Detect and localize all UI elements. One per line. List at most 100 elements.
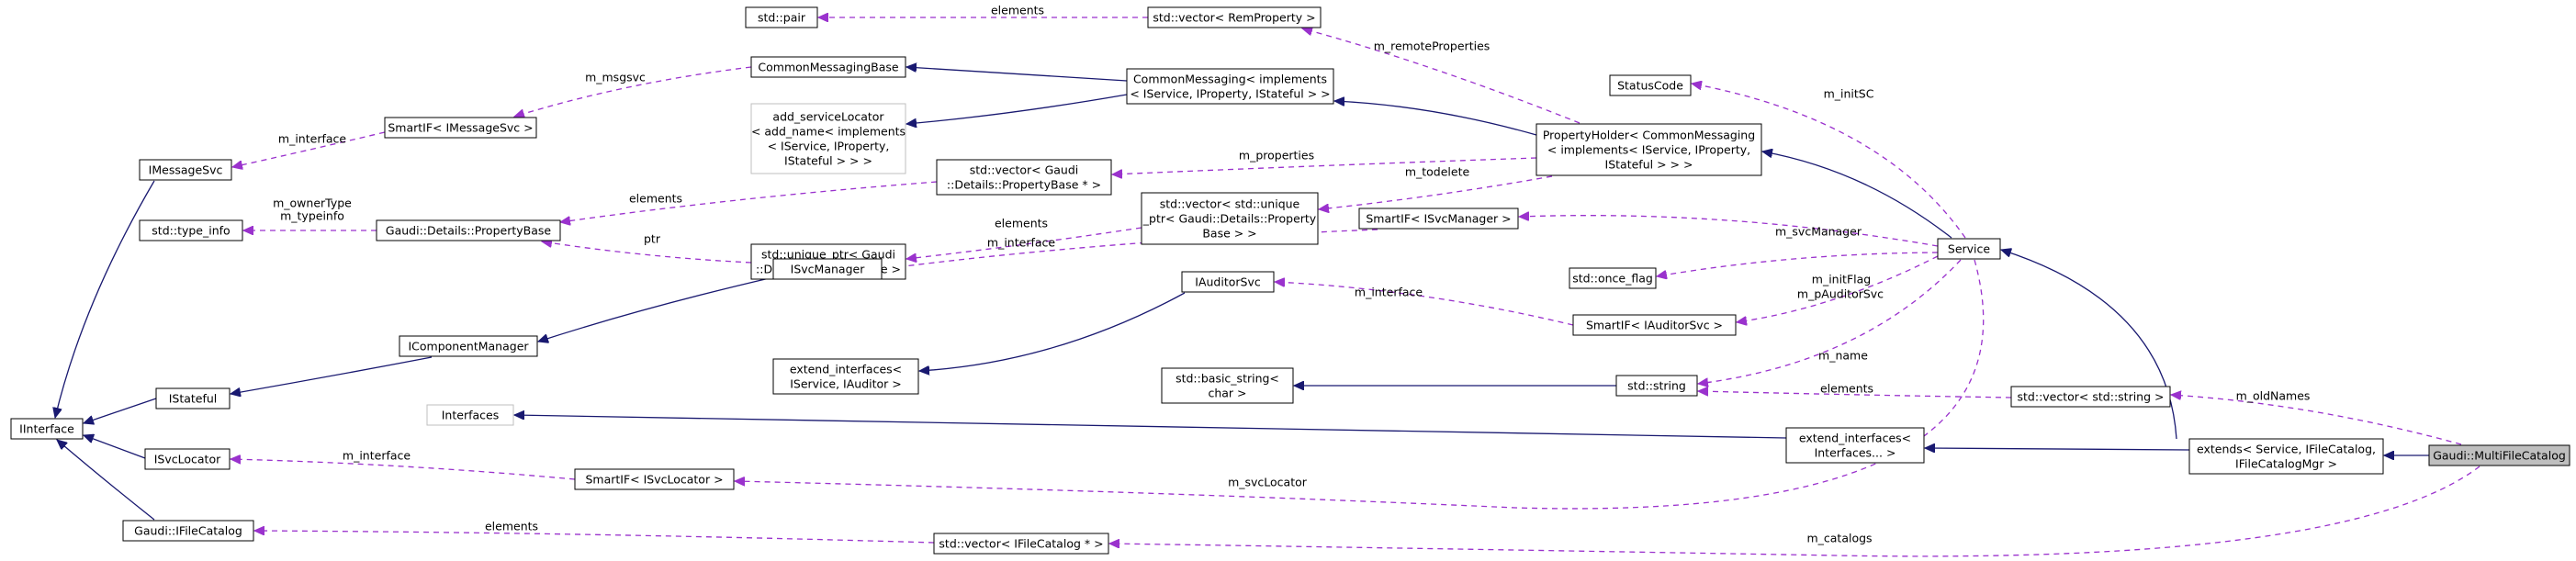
class-name-line: SmartIF< ISvcManager > (1366, 212, 1511, 226)
class-node-svc-locator[interactable]: ISvcLocator (144, 448, 231, 470)
class-name-line: CommonMessaging< implements (1133, 73, 1327, 86)
edge-extend-variadic-to-interfaces (514, 415, 1787, 439)
class-node-interfaces[interactable]: Interfaces (426, 404, 514, 426)
class-node-vector-remote-property[interactable]: std::vector< RemProperty > (1147, 6, 1322, 28)
edge-label-vector-catalog-to-ifile-catalog: elements (485, 520, 538, 533)
class-node-extends-service[interactable]: extends< Service, IFileCatalog,IFileCata… (2188, 438, 2384, 475)
class-box (155, 387, 231, 410)
class-name-line: std::once_flag (1572, 272, 1653, 286)
class-name-line: extends< Service, IFileCatalog, (2197, 443, 2376, 456)
class-node-smartif-svc-manager[interactable]: SmartIF< ISvcManager > (1358, 208, 1519, 230)
class-node-multi-file-catalog[interactable]: Gaudi::MultiFileCatalog (2428, 444, 2570, 466)
edge-ifile-catalog-to-interface (57, 440, 155, 521)
class-node-vector-ifile-catalog[interactable]: std::vector< IFileCatalog * > (933, 533, 1109, 555)
class-node-smartif-svc-locator[interactable]: SmartIF< ISvcLocator > (574, 468, 735, 490)
class-box (376, 219, 561, 241)
edge-label-common-base-to-smartif-msg: m_msgsvc (585, 71, 646, 84)
edge-label-service-to-string: m_name (1818, 349, 1868, 363)
class-node-std-pair[interactable]: std::pair (745, 6, 818, 28)
class-node-std-string[interactable]: std::string (1615, 375, 1698, 397)
class-name-line: char > (1208, 387, 1246, 400)
class-box (750, 56, 906, 78)
class-name-line: PropertyHolder< CommonMessaging (1543, 129, 1755, 142)
edge-label-property-holder-to-vector-pb: m_properties (1239, 149, 1314, 163)
class-node-common-messaging[interactable]: CommonMessaging< implements< IService, I… (1126, 68, 1334, 105)
class-node-stateful[interactable]: IStateful (155, 387, 231, 410)
class-name-line: std::pair (758, 11, 806, 25)
class-node-message-svc[interactable]: IMessageSvc (139, 159, 232, 181)
class-node-add-service-locator[interactable]: add_serviceLocator< add_name< implements… (750, 103, 906, 174)
class-name-line: ISvcManager (791, 263, 866, 276)
class-box (384, 117, 537, 139)
edge-label-vector-pb-to-property-base: elements (629, 192, 682, 206)
class-node-property-holder[interactable]: PropertyHolder< CommonMessaging< impleme… (1535, 123, 1762, 176)
class-box (399, 335, 538, 357)
class-name-line: IMessageSvc (149, 163, 223, 177)
class-box (1141, 192, 1319, 245)
class-node-smartif-auditor-svc[interactable]: SmartIF< IAuditorSvc > (1572, 314, 1737, 336)
class-node-property-base[interactable]: Gaudi::Details::PropertyBase (376, 219, 561, 241)
edge-label-service-to-smartif-svcmgr: m_svcManager (1775, 225, 1862, 239)
class-name-line: std::unique_ptr< Gaudi (761, 248, 895, 262)
edge-smartif-locator-to-svc-locator (231, 459, 576, 480)
class-name-line: SmartIF< IMessageSvc > (388, 121, 533, 135)
edge-common-messaging-to-base (906, 67, 1128, 82)
class-name-line: std::vector< IFileCatalog * > (939, 537, 1103, 551)
class-name-line: Base > > (1202, 227, 1256, 241)
class-node-vector-unique-ptr[interactable]: std::vector< std::unique_ptr< Gaudi::Det… (1141, 192, 1319, 245)
class-node-extend-interfaces-variadic[interactable]: extend_interfaces<Interfaces... > (1785, 427, 1925, 464)
edge-label-property-holder-to-vector-rem: m_remoteProperties (1374, 39, 1490, 53)
class-node-once-flag[interactable]: std::once_flag (1569, 267, 1657, 289)
class-node-status-code[interactable]: StatusCode (1609, 74, 1692, 96)
class-name-line: Interfaces... > (1815, 446, 1896, 460)
class-name-line: add_serviceLocator (772, 110, 884, 124)
edge-label-smartif-locator-to-svc-locator: m_interface (343, 449, 411, 463)
class-name-line: std::vector< RemProperty > (1153, 11, 1315, 25)
class-box (745, 6, 818, 28)
class-name-line: extend_interfaces< (1799, 432, 1911, 445)
class-name-line: CommonMessagingBase (758, 61, 898, 74)
edge-label-smartif-msg-to-message-svc: m_interface (278, 132, 346, 146)
class-node-smartif-message-svc[interactable]: SmartIF< IMessageSvc > (384, 117, 537, 139)
class-name-line: std::vector< std::string > (2018, 390, 2165, 404)
class-box (933, 533, 1109, 555)
class-name-line: IStateful > > > (1605, 158, 1693, 172)
class-node-vector-string[interactable]: std::vector< std::string > (2010, 386, 2171, 408)
edge-property-holder-to-vector-unique (1319, 175, 1553, 209)
edge-svc-manager-to-component-manager (538, 276, 774, 342)
class-box (2188, 438, 2384, 475)
edge-vector-catalog-to-ifile-catalog (254, 531, 935, 544)
class-box (750, 103, 906, 174)
class-box (1572, 314, 1737, 336)
class-box (10, 418, 84, 440)
class-node-interface[interactable]: IInterface (10, 418, 84, 440)
class-name-line: IInterface (19, 422, 74, 436)
class-box (139, 159, 232, 181)
class-node-basic-string[interactable]: std::basic_string<char > (1161, 367, 1294, 404)
class-node-type-info[interactable]: std::type_info (139, 219, 243, 241)
class-node-auditor-svc[interactable]: IAuditorSvc (1181, 271, 1275, 293)
class-name-line: _ptr< Gaudi::Details::Property (1142, 212, 1317, 226)
class-box (139, 219, 243, 241)
class-name-line: ISvcLocator (154, 453, 221, 466)
class-node-vector-property-base[interactable]: std::vector< Gaudi::Details::PropertyBas… (936, 159, 1112, 196)
class-node-svc-manager[interactable]: ISvcManager (772, 258, 883, 280)
edge-label-service-to-smartif-auditor: m_pAuditorSvc (1797, 287, 1884, 301)
edge-service-to-smartif-locator (735, 259, 1985, 510)
class-box (1126, 68, 1334, 105)
edge-label-smartif-auditor-to-auditor-svc: m_interface (1355, 286, 1423, 299)
class-node-component-manager[interactable]: IComponentManager (399, 335, 538, 357)
edge-service-to-status-code (1692, 84, 1966, 239)
edge-vector-unique-to-unique-ptr (906, 227, 1142, 259)
edge-label-property-holder-to-vector-unique: m_todelete (1405, 165, 1470, 179)
class-box (1358, 208, 1519, 230)
class-node-extend-interfaces-auditor[interactable]: extend_interfaces<IService, IAuditor > (772, 358, 919, 395)
class-node-common-messaging-base[interactable]: CommonMessagingBase (750, 56, 906, 78)
edge-unique-ptr-to-property-base (542, 241, 752, 264)
class-node-ifile-catalog[interactable]: Gaudi::IFileCatalog (122, 520, 254, 542)
class-name-line: Service (1948, 242, 1991, 256)
class-box (1161, 367, 1294, 404)
class-name-line: IStateful (169, 392, 218, 406)
class-node-service[interactable]: Service (1937, 238, 2001, 260)
class-box (772, 358, 919, 395)
